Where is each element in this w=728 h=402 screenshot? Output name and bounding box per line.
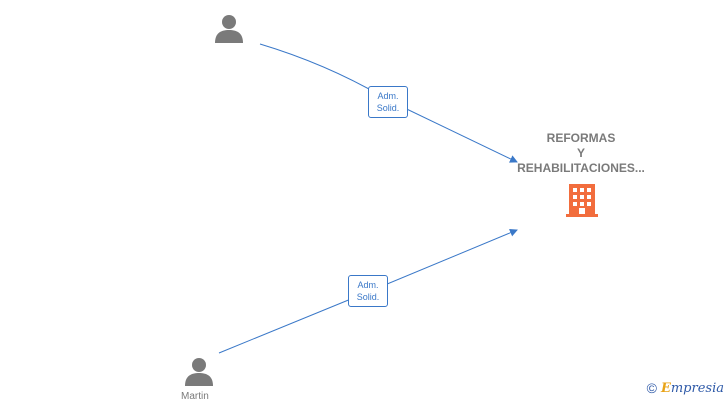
edge-label-2[interactable]: Adm. Solid. <box>348 275 388 307</box>
person-icon <box>185 358 213 386</box>
brand-logo: Empresia <box>661 381 724 396</box>
company-name-line: REHABILITACIONES... <box>517 161 645 175</box>
person-node-1[interactable] <box>214 13 244 48</box>
footer-brand[interactable]: © Empresia <box>647 380 724 396</box>
edge-label-line: Adm. <box>377 91 399 101</box>
company-name[interactable]: REFORMAS Y REHABILITACIONES... <box>500 131 662 176</box>
edge-label-line: Solid. <box>356 292 380 302</box>
person-icon <box>215 15 243 43</box>
edge-label-1[interactable]: Adm. Solid. <box>368 86 408 118</box>
company-name-line: REFORMAS <box>546 131 616 145</box>
company-node[interactable] <box>566 182 598 223</box>
person-node-2[interactable] <box>184 356 214 391</box>
building-icon <box>566 184 598 217</box>
company-name-line: Y <box>576 146 585 160</box>
brand-logo-rest: mpresia <box>670 380 724 396</box>
edge-label-line: Solid. <box>376 103 400 113</box>
brand-logo-initial: E <box>660 380 671 396</box>
edge-label-line: Adm. <box>357 280 379 290</box>
person-name-label: Martin <box>181 391 209 402</box>
copyright-icon: © <box>646 380 657 396</box>
